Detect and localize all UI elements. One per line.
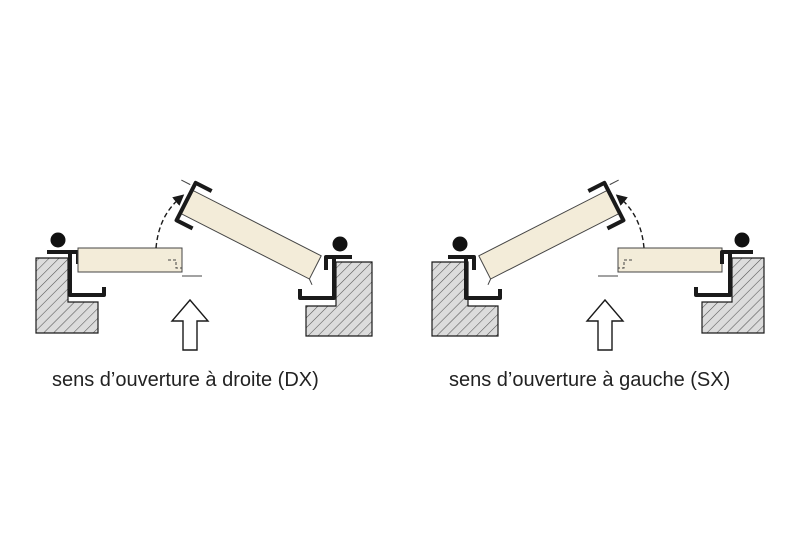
diagram-dx: sens d’ouverture à droite (DX) bbox=[35, 179, 373, 391]
right-frame-profile bbox=[694, 250, 753, 297]
diagram-sx: sens d’ouverture à gauche (SX) bbox=[431, 179, 765, 391]
caption-dx: sens d’ouverture à droite (DX) bbox=[52, 369, 319, 391]
caption-sx: sens d’ouverture à gauche (SX) bbox=[449, 369, 730, 391]
swing-arrow bbox=[155, 194, 185, 249]
left-frame-profile bbox=[448, 255, 502, 300]
right-frame-profile bbox=[298, 255, 352, 300]
left-hinge-dot bbox=[50, 232, 66, 248]
opened-panel bbox=[174, 179, 322, 286]
right-wall bbox=[305, 261, 373, 337]
left-hinge-dot bbox=[452, 236, 468, 252]
swing-arrow bbox=[615, 194, 645, 249]
direction-arrow bbox=[585, 298, 625, 351]
right-hinge-dot bbox=[332, 236, 348, 252]
opened-panel bbox=[478, 179, 626, 286]
closed-panel bbox=[598, 247, 723, 277]
direction-arrow bbox=[170, 298, 210, 351]
right-hinge-dot bbox=[734, 232, 750, 248]
right-wall bbox=[701, 257, 765, 334]
closed-panel bbox=[77, 247, 202, 277]
